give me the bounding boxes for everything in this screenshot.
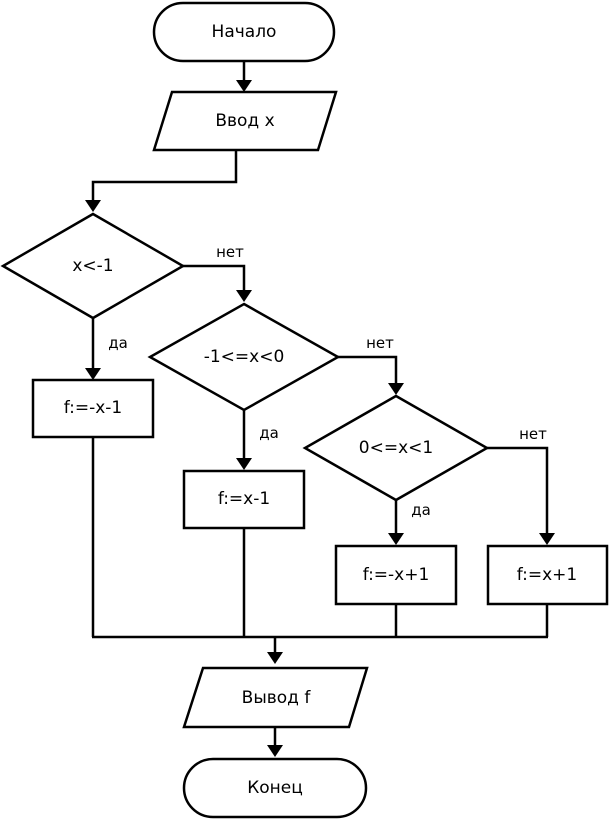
cond2-no-label: нет <box>366 334 394 352</box>
condition-2: -1<=x<0 <box>147 302 341 412</box>
connector-cond2-no: нет <box>338 334 404 395</box>
cond3-yes-label: да <box>411 501 431 519</box>
process-f4: f:=x+1 <box>486 544 609 606</box>
process-f1-label: f:=-x-1 <box>64 398 123 418</box>
process-f2: f:=x-1 <box>182 469 306 530</box>
cond3-no-label: нет <box>519 425 547 443</box>
connector-cond3-yes: да <box>388 500 431 545</box>
connector-cond1-no: нет <box>183 243 252 302</box>
condition-2-label: -1<=x<0 <box>204 347 285 367</box>
connector-cond2-yes: да <box>236 410 279 470</box>
cond2-yes-label: да <box>259 424 279 442</box>
process-f3: f:=-x+1 <box>334 544 458 606</box>
connector-input-cond1 <box>85 150 238 212</box>
connector-cond1-yes: да <box>85 318 128 380</box>
merge-connector <box>91 437 549 664</box>
start-label: Начало <box>212 22 277 42</box>
output-label: Вывод f <box>242 688 312 708</box>
input-label: Ввод x <box>215 111 274 131</box>
end-label: Конец <box>247 778 303 798</box>
process-f1: f:=-x-1 <box>31 378 155 439</box>
condition-3-label: 0<=x<1 <box>359 438 433 458</box>
condition-3: 0<=x<1 <box>302 394 490 502</box>
process-f3-label: f:=-x+1 <box>363 565 430 585</box>
connector-start-input <box>236 61 252 92</box>
connector-output-end <box>267 727 283 757</box>
start-terminator: Начало <box>152 1 336 63</box>
condition-1: x<-1 <box>0 212 186 320</box>
end-terminator: Конец <box>182 757 368 819</box>
output-block: Вывод f <box>182 666 369 729</box>
input-block: Ввод x <box>152 90 338 152</box>
cond1-no-label: нет <box>216 243 244 261</box>
connector-cond3-no: нет <box>487 425 555 545</box>
process-f2-label: f:=x-1 <box>218 489 270 509</box>
cond1-yes-label: да <box>108 334 128 352</box>
condition-1-label: x<-1 <box>72 256 113 276</box>
process-f4-label: f:=x+1 <box>517 565 577 585</box>
